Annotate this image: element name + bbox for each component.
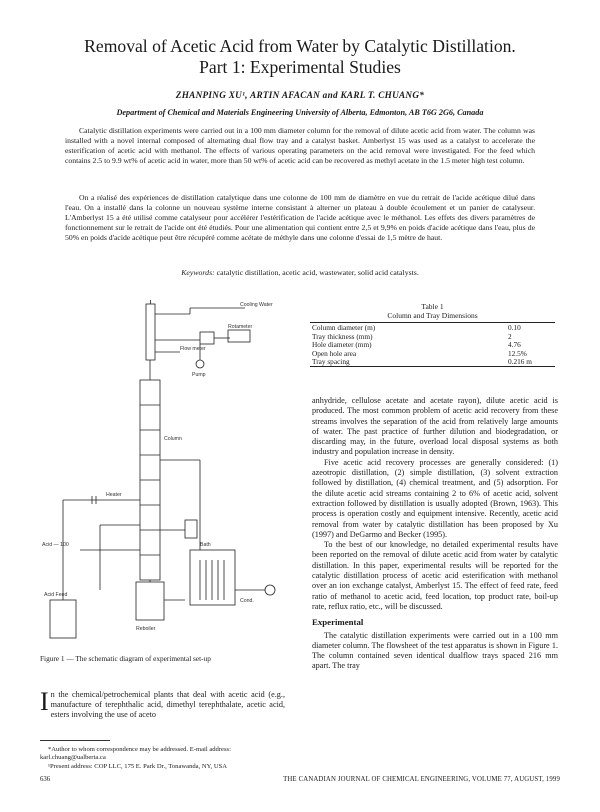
label-acid-feed: Acid Feed (44, 592, 67, 598)
table-cell-value: 4.76 (508, 340, 521, 350)
label-rotameter: Rotameter (228, 324, 252, 330)
table-cell-value: 2 (508, 331, 512, 341)
setup-schematic-svg: Cooling Water Rotameter Flow meter Pump … (42, 300, 276, 639)
footnotes: *Author to whom correspondence may be ad… (40, 746, 290, 771)
keywords-label: Keywords: (181, 268, 215, 277)
table-cell-label: Column diameter (m) (310, 322, 508, 332)
label-bath: Bath (200, 542, 211, 548)
condenser-shape (145, 303, 156, 361)
table-row: Tray spacing 0.216 m (310, 357, 555, 368)
abstract-english: Catalytic distillation experiments were … (65, 126, 535, 166)
drop-cap: I (40, 687, 49, 716)
body-paragraph-2: Five acetic acid recovery processes are … (312, 457, 558, 539)
footnote-present-address: ¹Present address: COP LLC, 175 E. Park D… (48, 762, 228, 770)
table-row: Hole diameter (mm) 4.76 (310, 341, 555, 350)
table-cell-value: 0.216 m (508, 357, 555, 368)
table-row: Column diameter (m) 0.10 (310, 322, 555, 332)
keywords: Keywords: catalytic distillation, acetic… (40, 268, 560, 277)
reboiler-shape (135, 581, 165, 621)
abstract-french: On a réalisé des expériences de distilla… (65, 193, 535, 243)
label-cond: Cond. (240, 598, 254, 604)
table-cell-label: Tray thickness (mm) (312, 331, 373, 341)
tray-dimensions-table: Column diameter (m) 0.10 Tray thickness … (310, 322, 555, 368)
label-flow-meter: Flow meter (180, 346, 206, 352)
label-acid: Acid — 100 (42, 542, 69, 548)
body-paragraph-3: To the best of our knowledge, no detaile… (312, 540, 558, 611)
label-column: Column (164, 436, 182, 442)
footnote-correspondence: *Author to whom correspondence may be ad… (40, 746, 231, 762)
label-cooling-water: Cooling Water (240, 302, 273, 308)
table-cell-value: 0.10 (508, 322, 555, 332)
body-paragraph-1: anhydride, cellulose acetate and acetate… (312, 396, 558, 457)
figure-caption: Figure 1 — The schematic diagram of expe… (40, 654, 211, 663)
paper-title: Removal of Acetic Acid from Water by Cat… (40, 36, 560, 78)
intro-text: n the chemical/petrochemical plants that… (50, 690, 285, 720)
author-list: ZHANPING XU¹, ARTIN AFACAN and KARL T. C… (175, 90, 425, 100)
page-number: 636 (40, 776, 51, 783)
table-title: Table 1 Column and Tray Dimensions (310, 302, 555, 320)
label-reboiler: Reboiler (136, 626, 156, 632)
running-footer: THE CANADIAN JOURNAL OF CHEMICAL ENGINEE… (283, 776, 560, 783)
section-heading-experimental: Experimental (312, 617, 364, 628)
body-paragraph-4: The catalytic distillation experiments w… (312, 630, 558, 671)
title-line-1: Removal of Acetic Acid from Water by Cat… (84, 36, 516, 56)
table-caption: Column and Tray Dimensions (387, 311, 478, 321)
table-cell-value: 12.5% (508, 348, 527, 358)
figure-1-schematic: Cooling Water Rotameter Flow meter Pump … (40, 300, 290, 648)
table-cell-label: Tray spacing (310, 357, 508, 368)
table-row: Tray thickness (mm) 2 (310, 332, 555, 341)
label-pump: Pump (192, 372, 206, 378)
table-cell-label: Open hole area (312, 348, 357, 358)
table-1: Table 1 Column and Tray Dimensions Colum… (310, 302, 555, 368)
acid-feed-vessel (49, 599, 77, 639)
keywords-text: catalytic distillation, acetic acid, was… (216, 268, 419, 277)
bath-shape (189, 549, 236, 606)
label-heater: Heater (106, 492, 122, 498)
affiliation: Department of Chemical and Materials Eng… (116, 108, 484, 117)
right-column-body: anhydride, cellulose acetate and acetate… (312, 396, 558, 672)
table-row: Open hole area 12.5% (310, 349, 555, 358)
table-cell-label: Hole diameter (mm) (312, 340, 372, 350)
footnote-rule (40, 740, 110, 741)
title-line-2: Part 1: Experimental Studies (199, 57, 401, 77)
table-number: Table 1 (421, 302, 444, 311)
